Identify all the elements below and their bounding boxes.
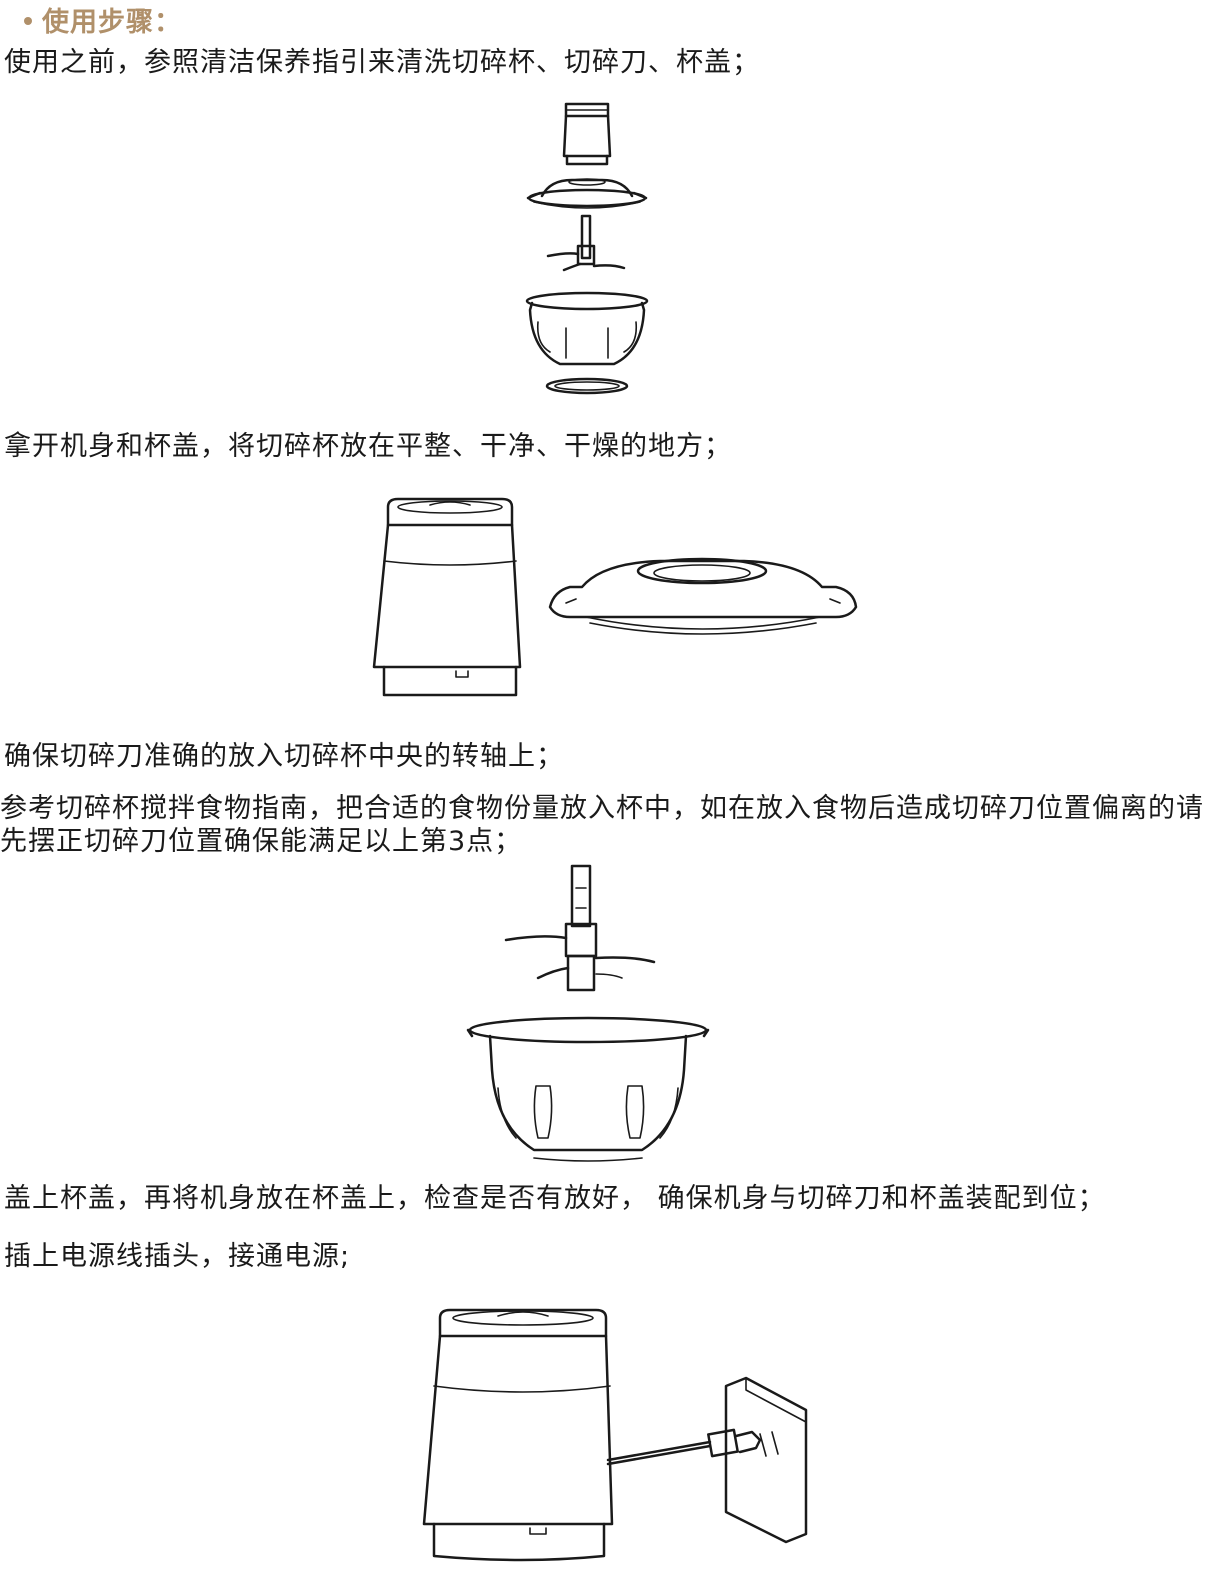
lid-icon — [526, 178, 648, 209]
step-1-text: 使用之前，参照清洁保养指引来清洗切碎杯、切碎刀、杯盖； — [4, 47, 760, 78]
motor-body-icon — [562, 102, 612, 166]
section-heading: 使用步骤： — [24, 0, 182, 39]
body-and-lid-figure — [372, 497, 858, 697]
bullet-icon — [24, 16, 32, 25]
step-5-text: 盖上杯盖，再将机身放在杯盖上，检查是否有放好， 确保机身与切碎刀和杯盖装配到位； — [4, 1183, 1106, 1214]
bowl-icon — [466, 1016, 710, 1162]
motor-body-icon — [372, 497, 522, 697]
base-ring-icon — [545, 377, 629, 395]
section-heading-text: 使用步骤： — [42, 7, 182, 38]
step-4-text: 参考切碎杯搅拌食物指南，把合适的食物份量放入杯中，如在放入食物后造成切碎刀位置偏… — [0, 793, 1204, 857]
power-cord-icon — [606, 1428, 762, 1466]
step-6-text: 插上电源线插头，接通电源; — [4, 1241, 351, 1272]
motor-body-icon — [422, 1308, 614, 1562]
lid-icon — [548, 557, 858, 635]
blade-into-bowl-figure — [466, 864, 710, 1162]
blade-icon — [504, 864, 656, 992]
wall-socket-icon — [724, 1376, 808, 1544]
blade-icon — [546, 214, 626, 272]
bowl-icon — [525, 291, 649, 366]
plugged-in-figure — [422, 1308, 808, 1562]
step-2-text: 拿开机身和杯盖，将切碎杯放在平整、干净、干燥的地方； — [4, 431, 732, 462]
exploded-parts-figure — [525, 102, 649, 395]
step-3-text: 确保切碎刀准确的放入切碎杯中央的转轴上； — [4, 741, 564, 772]
